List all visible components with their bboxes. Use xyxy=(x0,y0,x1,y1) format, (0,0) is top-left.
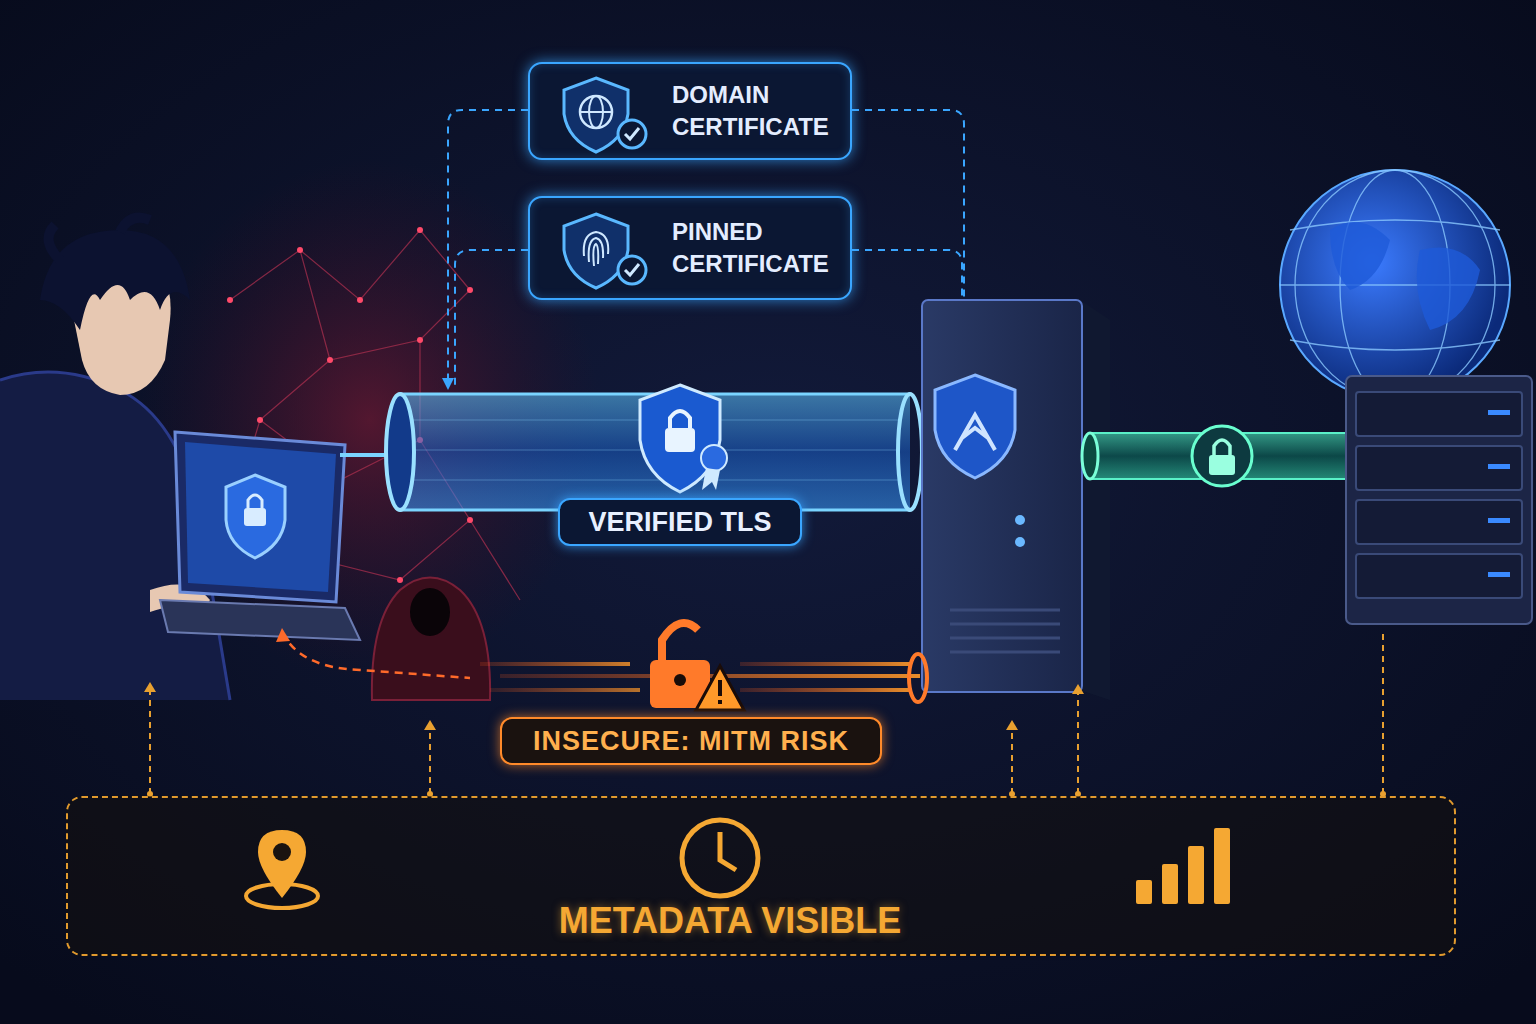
clock-icon xyxy=(670,808,770,908)
signal-bars-icon xyxy=(1132,822,1242,912)
node-label: INSECURE: MITM RISK xyxy=(533,726,849,757)
node-label: PINNED CERTIFICATE xyxy=(672,216,842,280)
warning-pill: INSECURE: MITM RISK xyxy=(500,717,882,765)
certificate-box: PINNED CERTIFICATE xyxy=(528,196,852,300)
node-label: METADATA VISIBLE xyxy=(559,900,902,942)
location-pin-icon xyxy=(218,818,348,918)
globe-shield-icon xyxy=(554,72,658,156)
metadata-panel: METADATA VISIBLE xyxy=(66,796,1456,956)
status-pill: VERIFIED TLS xyxy=(558,498,802,546)
node-label: DOMAIN CERTIFICATE xyxy=(672,79,842,143)
node-label: VERIFIED TLS xyxy=(588,507,771,538)
certificate-box: DOMAIN CERTIFICATE xyxy=(528,62,852,160)
fingerprint-shield-icon xyxy=(554,208,658,292)
